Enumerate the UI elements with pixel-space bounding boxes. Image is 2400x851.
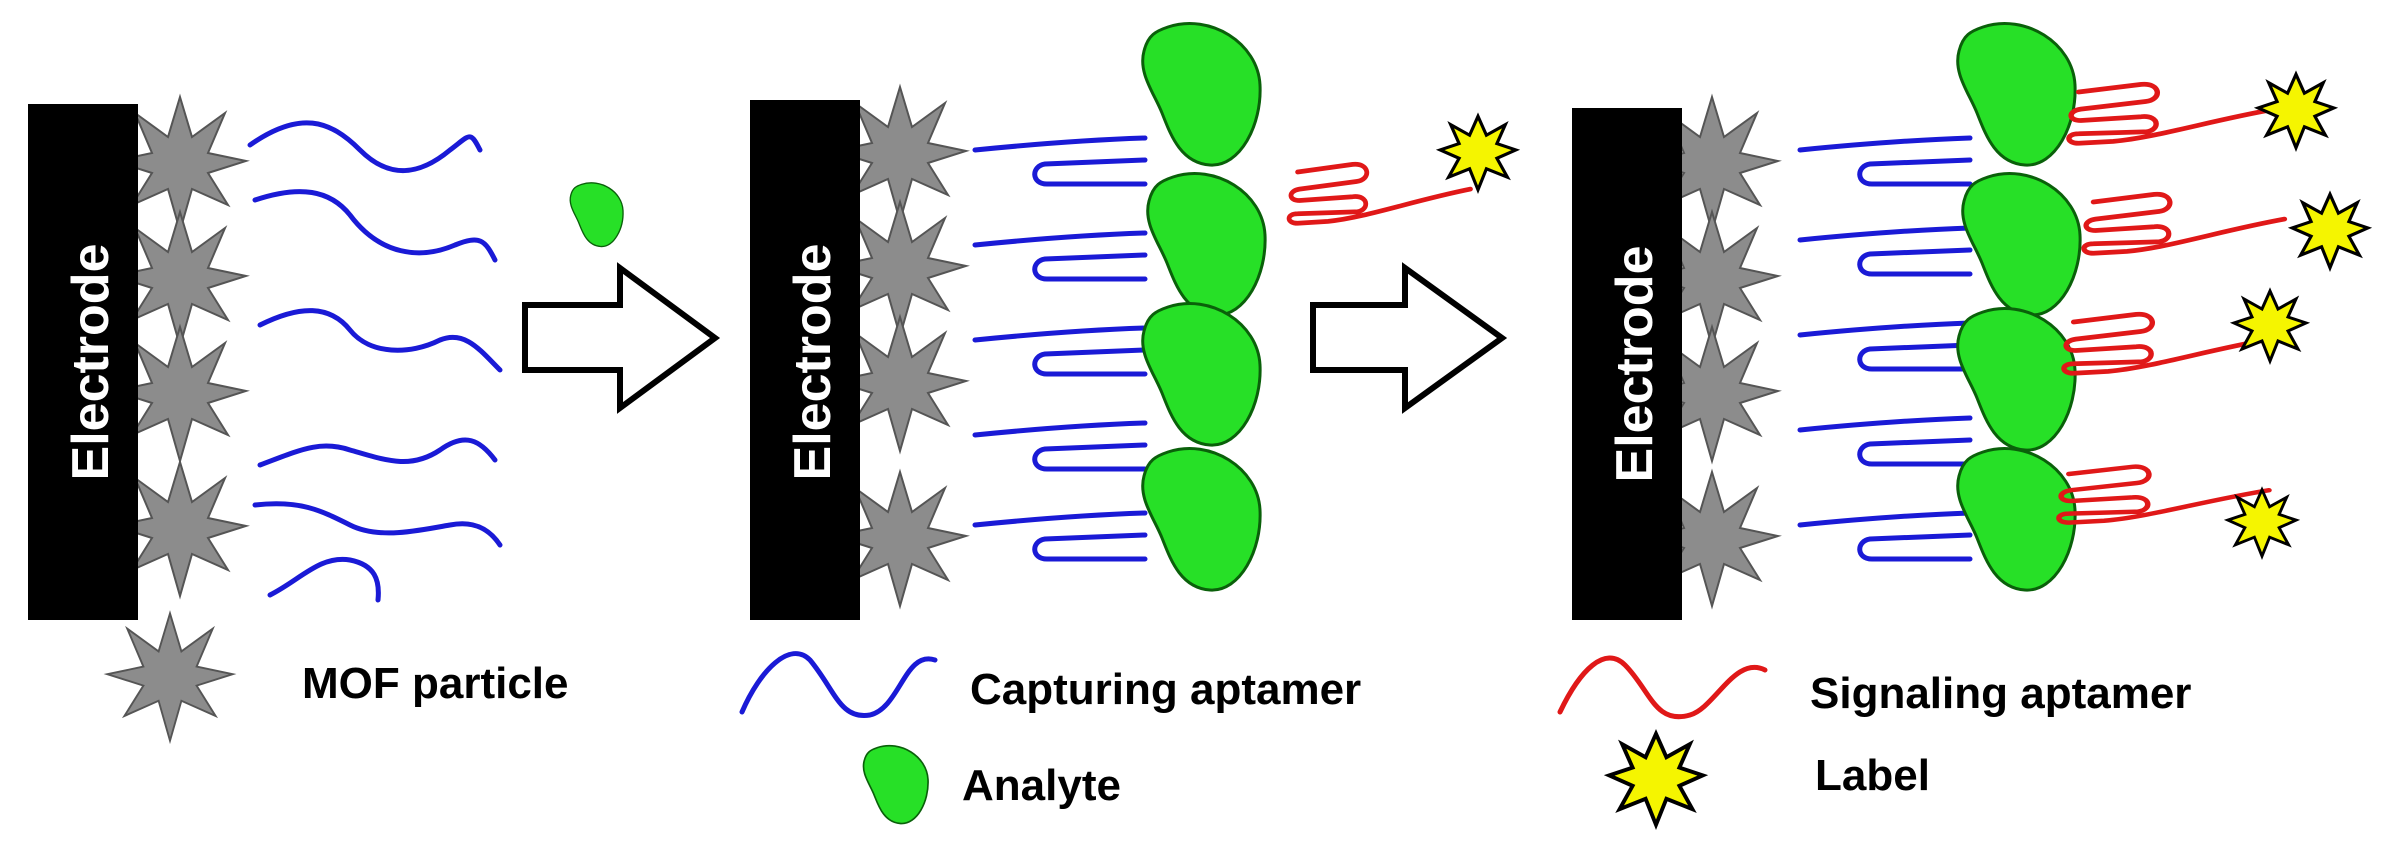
capturing-aptamer — [257, 437, 498, 468]
capturing-aptamer — [1800, 228, 1970, 274]
electrode-label: Electrode — [784, 244, 842, 481]
capturing-aptamer — [1800, 513, 1970, 559]
analyte — [1141, 447, 1262, 592]
legend-mof-particle-icon — [106, 612, 234, 742]
legend-capturing-aptamer-icon — [739, 651, 938, 718]
label — [2232, 289, 2308, 363]
signaling-aptamer — [2059, 467, 2269, 523]
panel-3-signal-labeling: Electrode — [1572, 22, 2370, 620]
legend-mof-label: MOF particle — [302, 659, 569, 708]
legend-signaling-aptamer-icon — [1557, 655, 1768, 720]
capturing-aptamer — [247, 120, 483, 174]
signaling-aptamer — [1289, 164, 1470, 223]
electrode — [28, 104, 138, 620]
capturing-aptamer — [252, 189, 498, 263]
label — [2226, 488, 2298, 558]
bound-labels — [2226, 72, 2370, 558]
panel-1-bare-sensor: Electrode — [28, 96, 624, 620]
capturing-aptamer — [975, 233, 1145, 279]
analyte — [1141, 302, 1262, 447]
capturing-aptamer — [1800, 138, 1970, 184]
analyte — [1141, 22, 1262, 167]
arrow-right-icon — [522, 262, 721, 414]
analyte — [1956, 22, 2077, 167]
bound-analytes — [1141, 22, 1267, 592]
legend: MOF particle Capturing aptamer Analyte S… — [106, 612, 2191, 827]
capturing-aptamer — [975, 328, 1145, 374]
legend-capturing-label: Capturing aptamer — [970, 665, 1361, 714]
capturing-aptamer — [975, 513, 1145, 559]
capturing-aptamer — [975, 138, 1145, 184]
signaling-aptamer — [2069, 84, 2275, 143]
electrode-label: Electrode — [1606, 246, 1664, 483]
capturing-aptamer — [267, 556, 381, 603]
electrode — [750, 100, 860, 620]
electrode-label: Electrode — [62, 244, 120, 481]
analyte — [1146, 172, 1267, 317]
capturing-aptamers-free — [247, 120, 503, 603]
legend-signaling-label: Signaling aptamer — [1810, 669, 2191, 718]
legend-label-icon — [1607, 731, 1705, 827]
capturing-aptamer — [252, 501, 503, 548]
legend-analyte-icon — [862, 744, 929, 825]
legend-analyte-label: Analyte — [962, 761, 1121, 810]
legend-label-label: Label — [1815, 751, 1930, 800]
analyte — [1956, 307, 2077, 452]
capturing-aptamers-folded — [975, 138, 1145, 559]
capturing-aptamer — [1800, 418, 1970, 464]
electrode — [1572, 108, 1682, 620]
analyte — [1961, 172, 2082, 317]
free-analyte — [569, 182, 624, 248]
capturing-aptamer — [1800, 323, 1970, 369]
label — [2256, 72, 2336, 150]
capturing-aptamer — [975, 423, 1145, 469]
bound-analytes — [1956, 22, 2082, 592]
label — [2290, 192, 2370, 270]
arrow-right-icon — [1310, 262, 1508, 414]
capturing-aptamer — [257, 308, 503, 373]
signaling-aptamer — [2084, 194, 2285, 253]
free-signaling-probe — [1289, 114, 1518, 223]
capturing-aptamers-folded — [1800, 138, 1970, 559]
label — [1438, 114, 1518, 192]
panel-2-analyte-capture: Electrode — [750, 22, 1518, 620]
